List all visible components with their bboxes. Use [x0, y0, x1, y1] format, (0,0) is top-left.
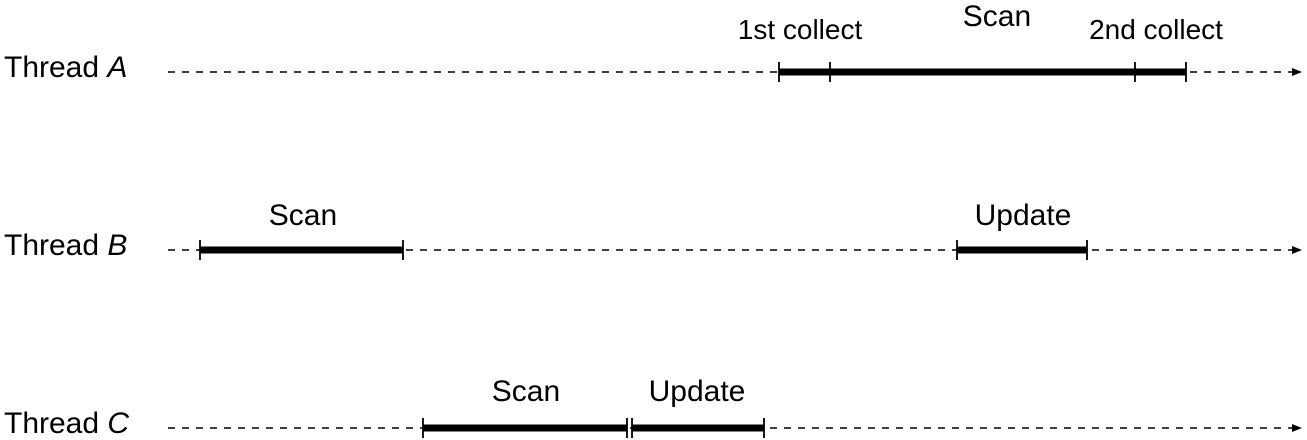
- thread-c-prefix: Thread: [4, 407, 107, 440]
- thread-b-prefix: Thread: [4, 229, 107, 262]
- thread-a-name: A: [105, 51, 127, 84]
- thread-a-interval-2-label: Scan: [963, 0, 1031, 33]
- thread-c-name: C: [107, 407, 129, 440]
- thread-b-label: Thread B: [4, 229, 127, 262]
- thread-c-row: Thread C Scan Update: [4, 375, 1302, 440]
- thread-a-interval-1-label: 1st collect: [738, 14, 863, 45]
- thread-b-name: B: [107, 229, 127, 262]
- thread-a-prefix: Thread: [4, 51, 107, 84]
- thread-c-interval-1-label: Scan: [492, 375, 560, 408]
- thread-a-interval-3-label: 2nd collect: [1089, 14, 1223, 45]
- thread-b-interval-2-label: Update: [975, 199, 1072, 232]
- thread-b-row: Thread B Scan Update: [4, 199, 1302, 262]
- thread-a-label: Thread A: [4, 51, 127, 84]
- thread-a-row: Thread A 1st collect Scan 2nd collect: [4, 0, 1302, 84]
- thread-c-label: Thread C: [4, 407, 129, 440]
- thread-b-interval-1-label: Scan: [269, 199, 337, 232]
- thread-c-interval-2-label: Update: [649, 375, 746, 408]
